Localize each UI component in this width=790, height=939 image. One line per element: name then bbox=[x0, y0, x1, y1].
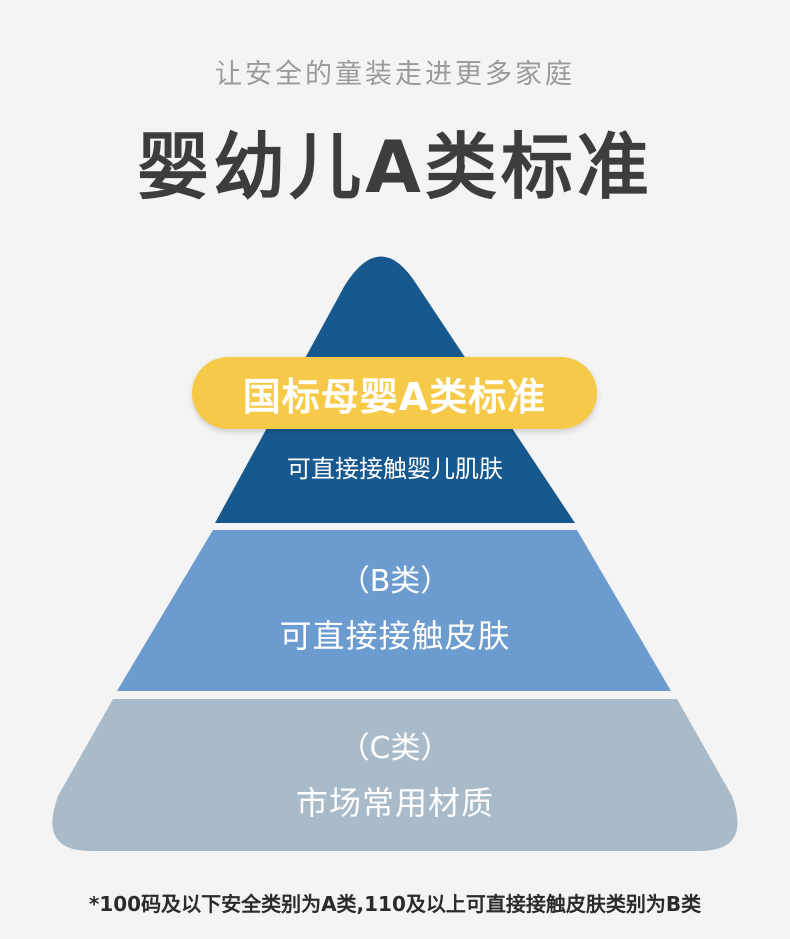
tier-b-description: 可直接接触皮肤 bbox=[279, 617, 511, 655]
page-title: 婴幼儿A类标准 bbox=[137, 125, 653, 209]
pyramid-tier-c bbox=[52, 699, 738, 851]
a-class-standard-badge: 国标母婴A类标准 bbox=[192, 357, 597, 429]
footnote: *100码及以下安全类别为A类,110及以上可直接接触皮肤类别为B类 bbox=[88, 892, 702, 916]
tier-c-code: （C类） bbox=[339, 731, 451, 766]
pyramid-tier-b bbox=[117, 530, 671, 691]
tier-c-description: 市场常用材质 bbox=[295, 784, 494, 822]
tier-a-description: 可直接接触婴儿肌肤 bbox=[287, 455, 503, 483]
subtitle: 让安全的童装走进更多家庭 bbox=[215, 59, 575, 90]
tier-b-code: （B类） bbox=[339, 564, 451, 599]
